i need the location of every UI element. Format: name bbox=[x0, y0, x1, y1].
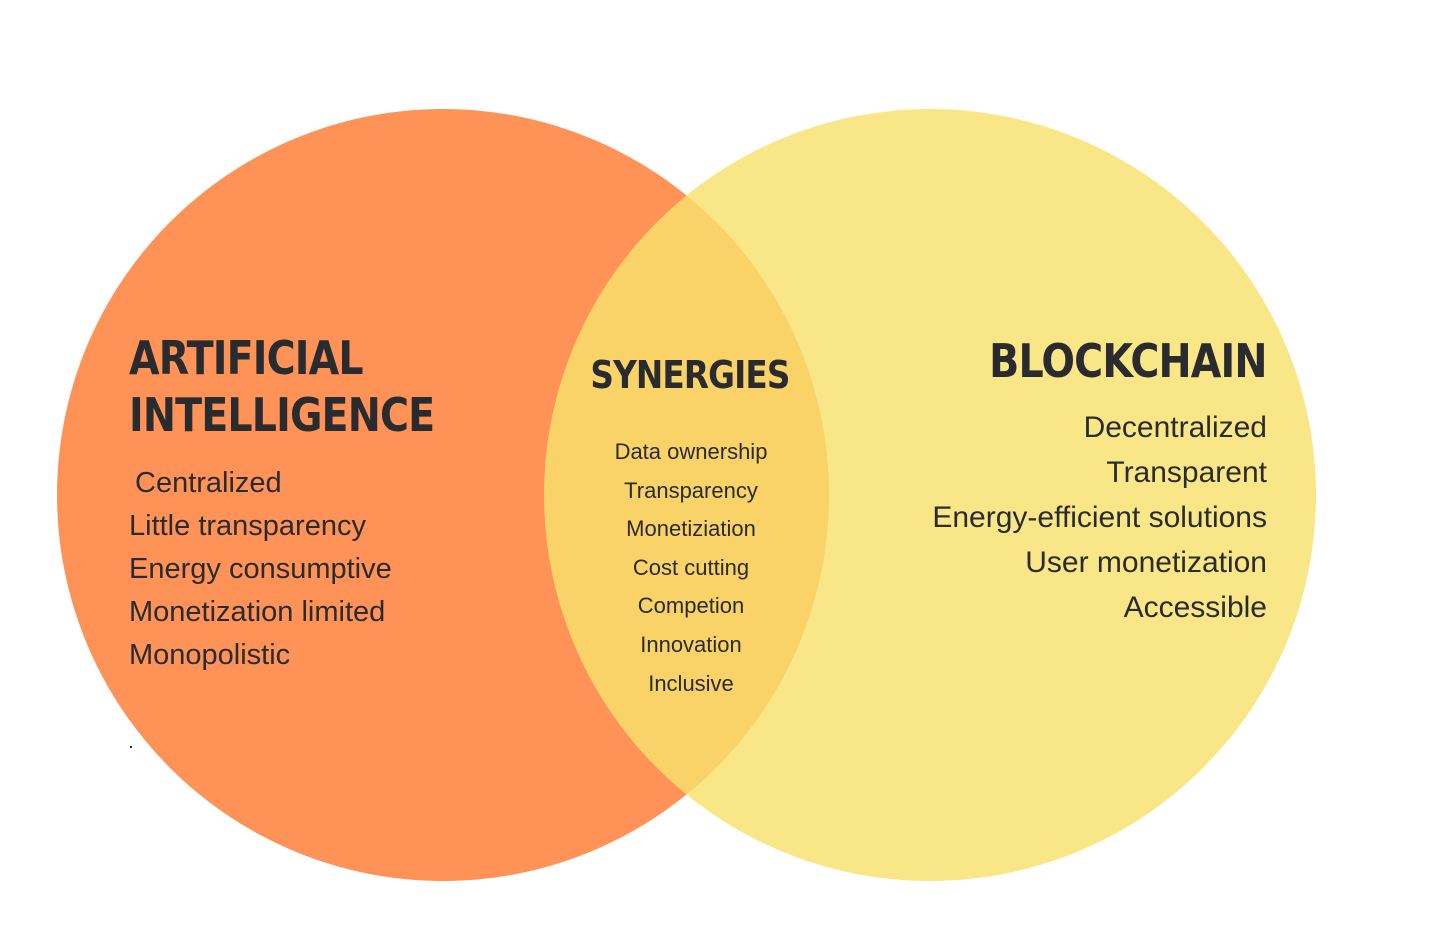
synergy-item: Inclusive bbox=[648, 670, 734, 696]
ai-heading-line2: INTELLIGENCE bbox=[129, 388, 435, 442]
ai-trait: Little transparency bbox=[129, 510, 366, 542]
synergies-list: Data ownership Transparency Monetiziatio… bbox=[560, 433, 822, 703]
ai-trait: Energy consumptive bbox=[129, 553, 392, 585]
blockchain-traits-list: Decentralized Transparent Energy-efficie… bbox=[932, 405, 1267, 630]
synergy-item: Data ownership bbox=[614, 439, 768, 464]
synergy-item: Transparency bbox=[624, 477, 758, 503]
synergy-item: Cost cutting bbox=[632, 554, 750, 580]
synergy-item: Competion bbox=[637, 593, 745, 619]
synergy-item: Innovation bbox=[640, 631, 742, 657]
ai-trait: Monetization limited bbox=[129, 596, 386, 628]
blockchain-trait: Energy-efficient solutions bbox=[932, 501, 1267, 534]
ai-heading: ARTIFICIAL INTELLIGENCE bbox=[129, 330, 435, 444]
synergies-heading: SYNERGIES bbox=[590, 353, 790, 397]
synergy-item: Monetiziation bbox=[626, 516, 756, 542]
blockchain-trait: User monetization bbox=[1025, 546, 1267, 579]
ai-heading-line1: ARTIFICIAL bbox=[129, 331, 364, 385]
blockchain-heading: BLOCKCHAIN bbox=[989, 334, 1268, 388]
blockchain-trait: Accessible bbox=[1123, 591, 1267, 624]
blockchain-trait: Transparent bbox=[1106, 456, 1267, 489]
ai-traits-list: Centralized Little transparency Energy c… bbox=[129, 462, 392, 677]
blockchain-circle bbox=[544, 109, 1316, 881]
ai-trait: Monopolistic bbox=[129, 639, 291, 671]
blockchain-trait: Decentralized bbox=[1083, 411, 1267, 444]
stray-dot bbox=[130, 746, 132, 748]
ai-trait: Centralized bbox=[135, 467, 282, 499]
